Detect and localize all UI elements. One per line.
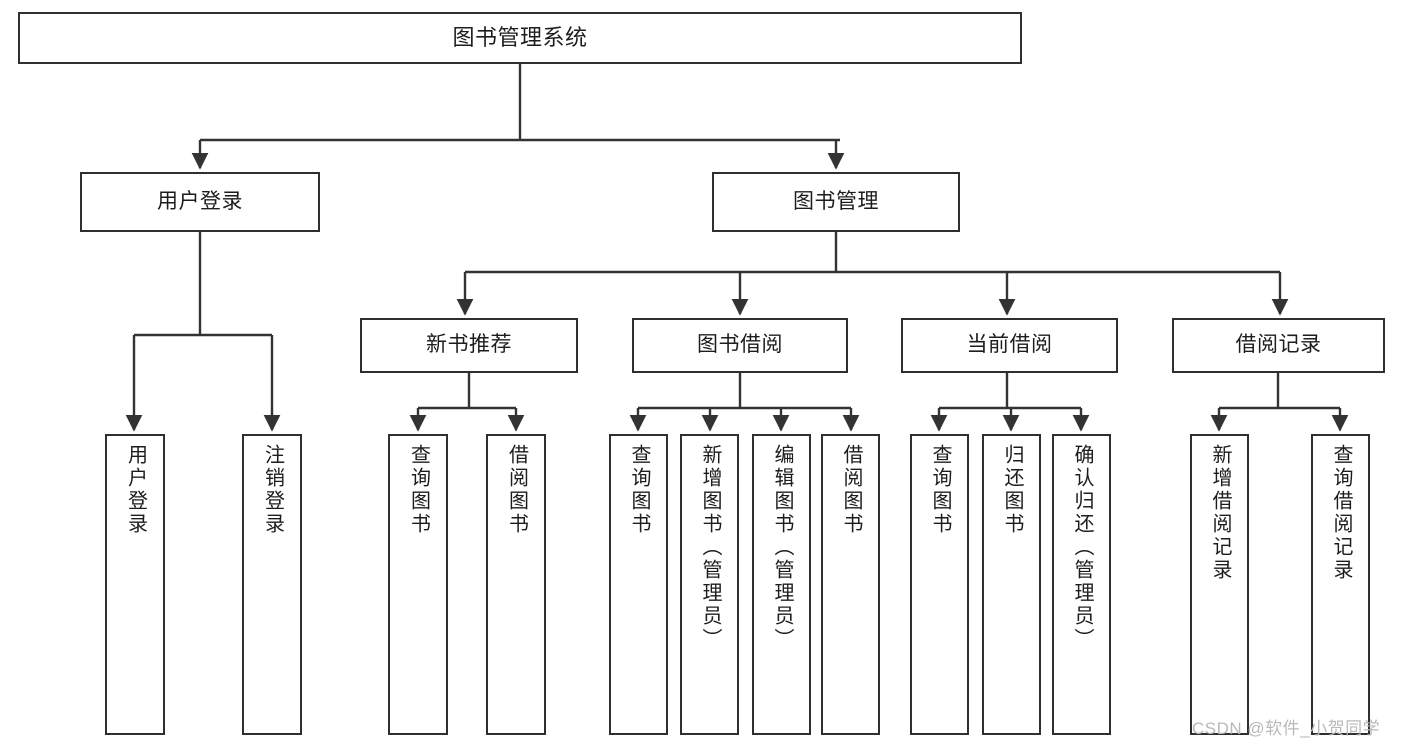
node-leaf-confirm-return-admin[interactable]: 确认归还（管理员） [1052,434,1111,735]
node-current-borrow-label: 当前借阅 [966,333,1053,357]
node-leaf-return-book[interactable]: 归还图书 [982,434,1041,735]
node-leaf-add-book-admin[interactable]: 新增图书（管理员） [680,434,739,735]
node-leaf-logout-login-label: 注销登录 [261,444,284,536]
node-leaf-borrow-book-1[interactable]: 借阅图书 [486,434,546,735]
node-new-book-recommend[interactable]: 新书推荐 [360,318,578,373]
node-leaf-return-book-label: 归还图书 [1001,444,1023,536]
node-borrow-record[interactable]: 借阅记录 [1172,318,1385,373]
node-leaf-query-book-1[interactable]: 查询图书 [388,434,448,735]
node-leaf-query-borrow-record[interactable]: 查询借阅记录 [1311,434,1370,735]
node-book-borrow[interactable]: 图书借阅 [632,318,848,373]
watermark-text: CSDN @软件_小贺同学 [1192,719,1381,738]
node-leaf-query-book-2[interactable]: 查询图书 [609,434,668,735]
node-new-book-recommend-label: 新书推荐 [426,333,512,357]
node-leaf-query-book-3[interactable]: 查询图书 [910,434,969,735]
node-leaf-query-book-1-label: 查询图书 [407,444,430,536]
node-leaf-borrow-book-2-label: 借阅图书 [840,444,862,536]
node-leaf-logout-login[interactable]: 注销登录 [242,434,302,735]
node-book-management-label: 图书管理 [793,189,879,213]
node-leaf-edit-book-admin-label: 编辑图书（管理员） [771,444,793,651]
node-leaf-add-book-admin-label: 新增图书（管理员） [699,444,721,651]
node-leaf-add-borrow-record[interactable]: 新增借阅记录 [1190,434,1249,735]
node-user-login-label: 用户登录 [157,189,243,213]
node-leaf-borrow-book-2[interactable]: 借阅图书 [821,434,880,735]
node-leaf-query-book-3-label: 查询图书 [929,444,951,536]
node-leaf-borrow-book-1-label: 借阅图书 [505,444,528,536]
node-current-borrow[interactable]: 当前借阅 [901,318,1118,373]
node-leaf-user-login-label: 用户登录 [124,444,147,536]
node-leaf-user-login[interactable]: 用户登录 [105,434,165,735]
node-book-borrow-label: 图书借阅 [697,333,783,357]
node-root-label: 图书管理系统 [452,25,588,51]
node-leaf-edit-book-admin[interactable]: 编辑图书（管理员） [752,434,811,735]
node-leaf-confirm-return-admin-label: 确认归还（管理员） [1071,444,1093,651]
node-book-management[interactable]: 图书管理 [712,172,960,232]
node-leaf-query-borrow-record-label: 查询借阅记录 [1330,444,1352,582]
node-user-login[interactable]: 用户登录 [80,172,320,232]
node-borrow-record-label: 借阅记录 [1235,333,1322,357]
node-leaf-add-borrow-record-label: 新增借阅记录 [1209,444,1231,582]
node-root[interactable]: 图书管理系统 [18,12,1022,64]
node-leaf-query-book-2-label: 查询图书 [628,444,650,536]
